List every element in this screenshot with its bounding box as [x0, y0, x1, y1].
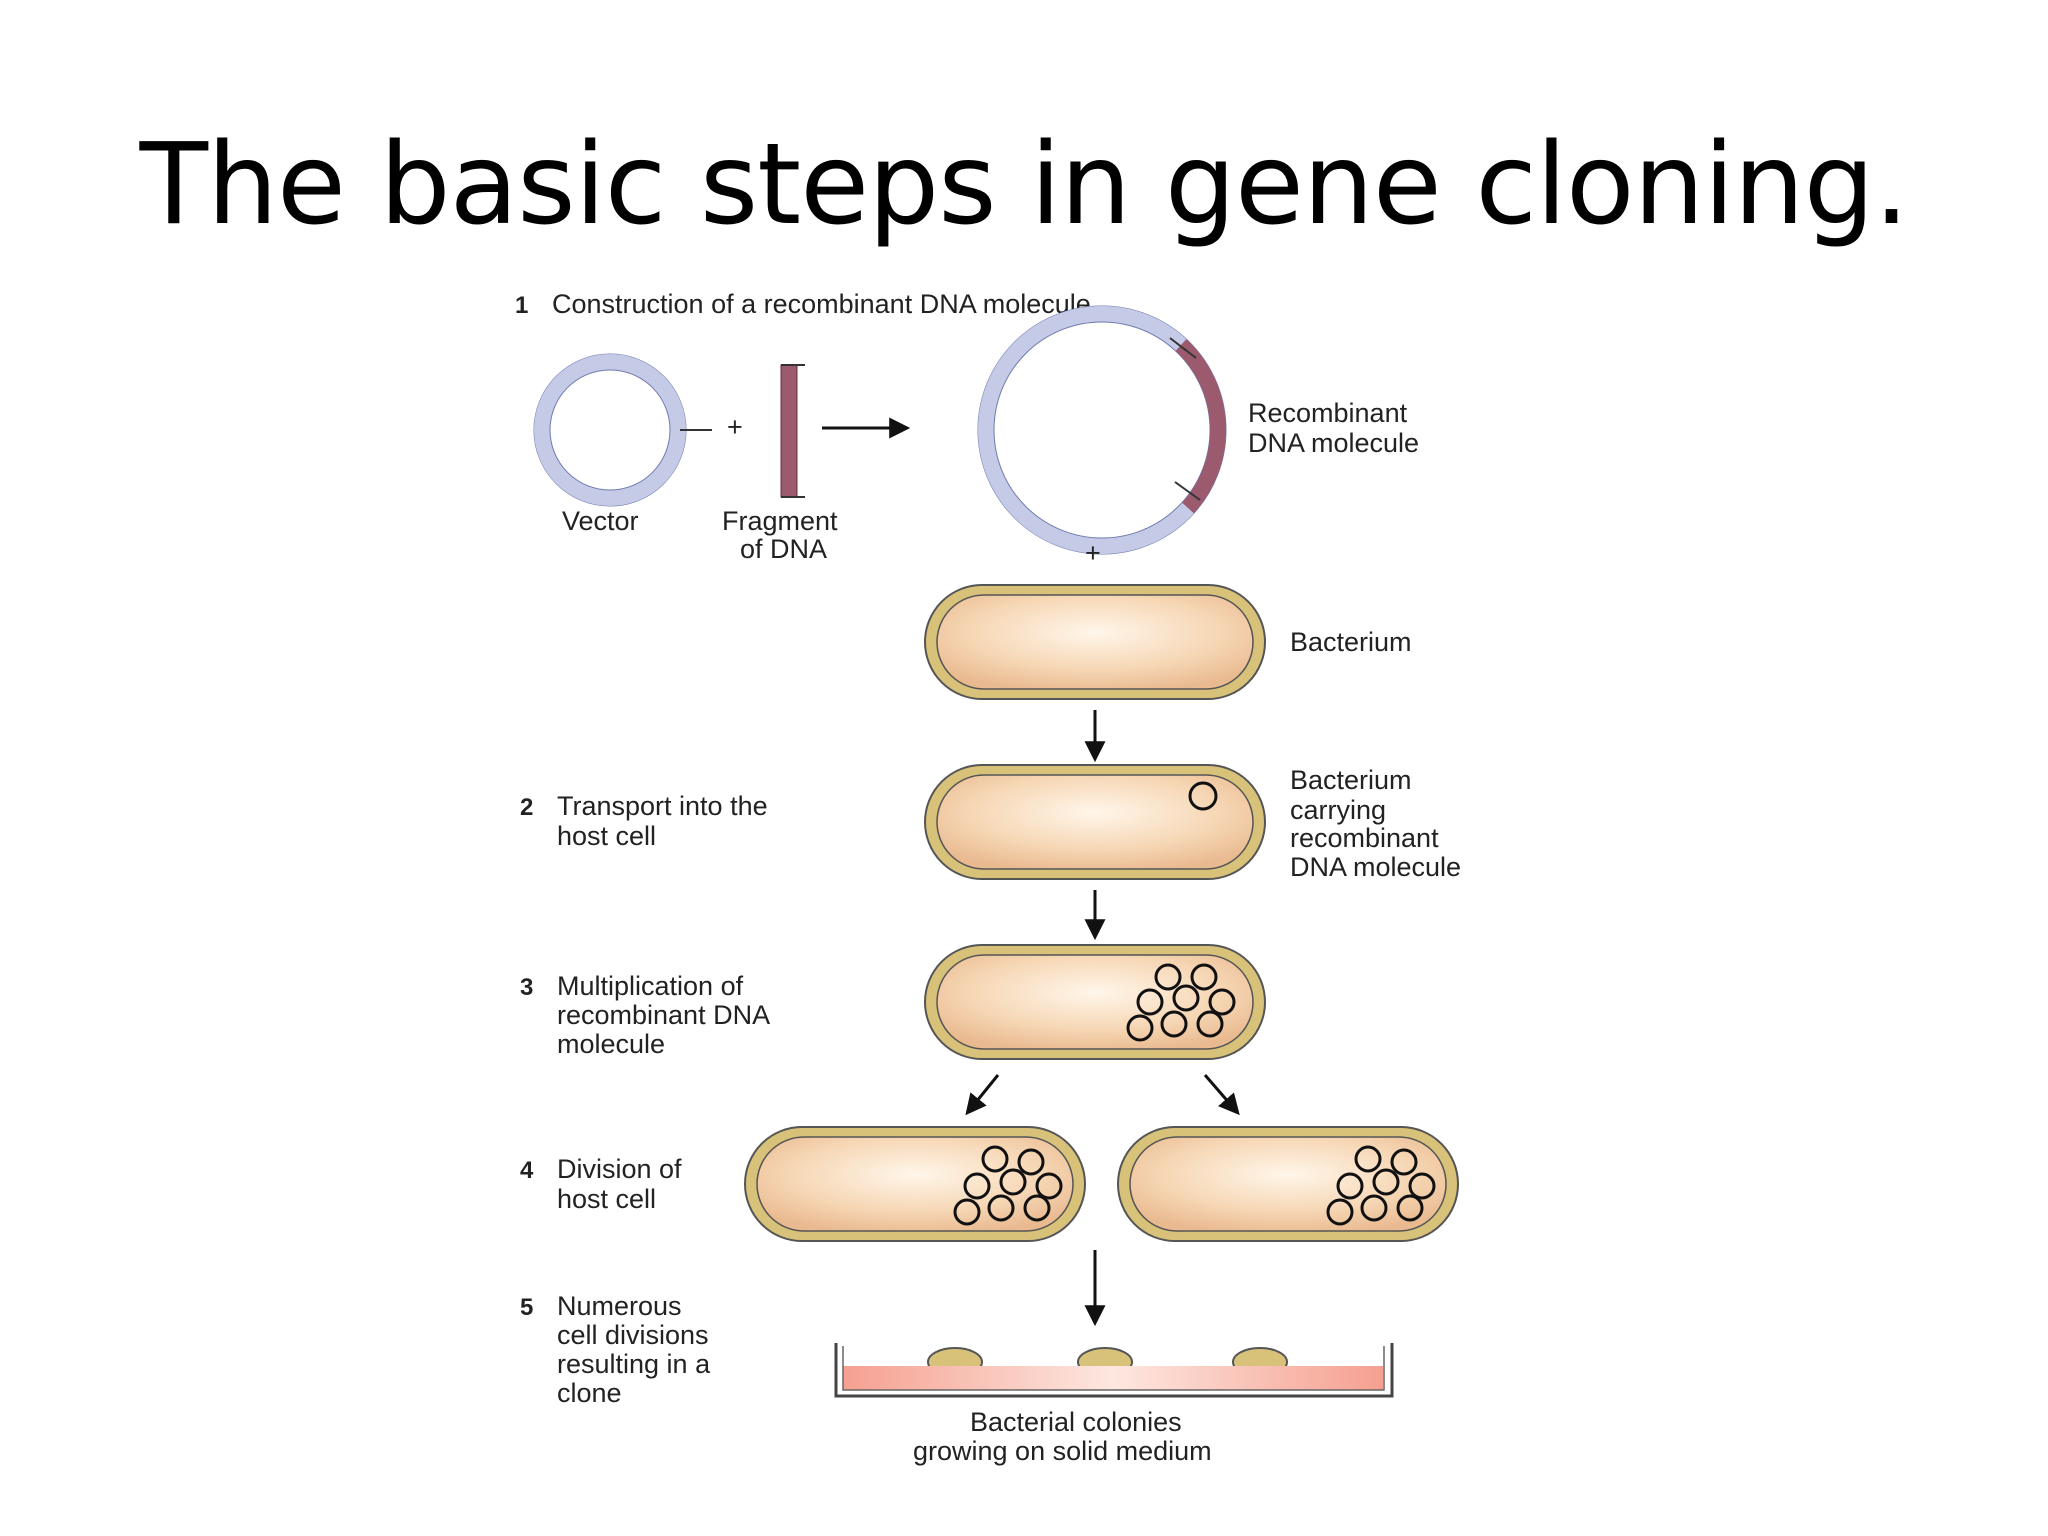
bacterium-label: Bacterium	[1290, 627, 1412, 657]
step-5-label-line-3: resulting in a	[557, 1349, 711, 1379]
bacterium-cell	[924, 584, 1266, 700]
daughter-cell-left	[744, 1126, 1086, 1242]
step-1-number: 1	[515, 292, 528, 319]
vector-label: Vector	[562, 506, 639, 536]
step-3-label-line-2: recombinant DNA	[557, 1000, 770, 1030]
bacterium-with-plasmid	[924, 764, 1266, 880]
step-3-number: 3	[520, 974, 533, 1001]
daughter-cell-right	[1117, 1126, 1459, 1242]
carrying-label-line-4: DNA molecule	[1290, 852, 1461, 882]
slide-title: The basic steps in gene cloning.	[139, 120, 1910, 250]
step-1-label: Construction of a recombinant DNA molecu…	[552, 289, 1091, 319]
recombinant-label-line-1: Recombinant	[1248, 398, 1408, 428]
fragment-label-line-2: of DNA	[740, 534, 827, 564]
carrying-label-line-1: Bacterium	[1290, 765, 1412, 795]
bacterium-multiplied-plasmids	[924, 944, 1266, 1060]
step-2-label-line-1: Transport into the	[557, 791, 768, 821]
step-5-label-line-2: cell divisions	[557, 1320, 709, 1350]
step-4-label-line-1: Division of	[557, 1154, 682, 1184]
step-2-label-line-2: host cell	[557, 821, 656, 851]
plus-sign-2: +	[1085, 538, 1101, 568]
step-5-label-line-1: Numerous	[557, 1291, 682, 1321]
petri-dish	[834, 1343, 1394, 1398]
colonies-label-line-2: growing on solid medium	[913, 1436, 1212, 1466]
step-5-number: 5	[520, 1294, 533, 1321]
vector-plasmid	[533, 353, 712, 507]
arrow-division-right	[1203, 1074, 1240, 1116]
step-3-label-line-3: molecule	[557, 1029, 665, 1059]
dna-fragment	[780, 364, 805, 498]
step-5-label-line-4: clone	[557, 1378, 622, 1408]
step-3-label-line-1: Multiplication of	[557, 971, 744, 1001]
step-4-number: 4	[520, 1157, 534, 1184]
arrow-division-left	[965, 1074, 1000, 1116]
fragment-label-line-1: Fragment	[722, 506, 838, 536]
plus-sign: +	[727, 412, 743, 442]
colonies-label-line-1: Bacterial colonies	[970, 1407, 1182, 1437]
carrying-label-line-3: recombinant	[1290, 823, 1439, 853]
carrying-label-line-2: carrying	[1290, 795, 1386, 825]
step-4-label-line-2: host cell	[557, 1184, 656, 1214]
recombinant-label-line-2: DNA molecule	[1248, 428, 1419, 458]
recombinant-plasmid	[977, 305, 1227, 555]
step-2-number: 2	[520, 794, 533, 821]
